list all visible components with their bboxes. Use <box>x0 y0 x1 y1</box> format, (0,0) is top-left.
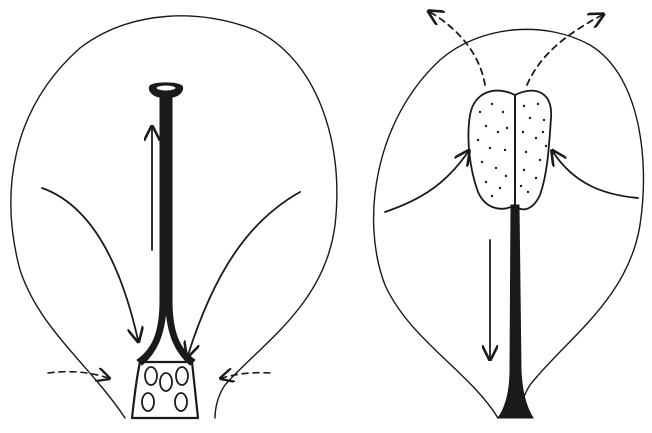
left-ovules <box>142 367 188 411</box>
right-incoming-arrow-right <box>553 152 638 198</box>
left-incoming-arrow-right <box>188 192 300 355</box>
right-filament <box>498 205 533 418</box>
anther-stipple <box>477 103 547 197</box>
left-panel <box>11 16 337 418</box>
right-panel <box>374 12 644 418</box>
left-style-column <box>137 95 195 365</box>
left-dashed-arrow-left <box>48 372 108 378</box>
right-anther <box>468 91 551 210</box>
right-release-arrow-left <box>430 12 485 85</box>
right-flower-outline <box>374 29 644 418</box>
left-flower-outline <box>11 16 337 418</box>
ovule <box>145 367 157 385</box>
right-release-arrow-right <box>527 15 602 85</box>
ovule <box>160 373 172 391</box>
anther-lobe-right <box>515 91 551 210</box>
left-incoming-arrow-left <box>42 188 138 340</box>
ovule <box>175 393 187 411</box>
left-dashed-arrow-right <box>222 373 270 378</box>
ovule <box>176 367 188 385</box>
anther-lobe-left <box>468 91 515 209</box>
ovule <box>142 393 154 411</box>
right-incoming-arrow-left <box>385 152 468 212</box>
